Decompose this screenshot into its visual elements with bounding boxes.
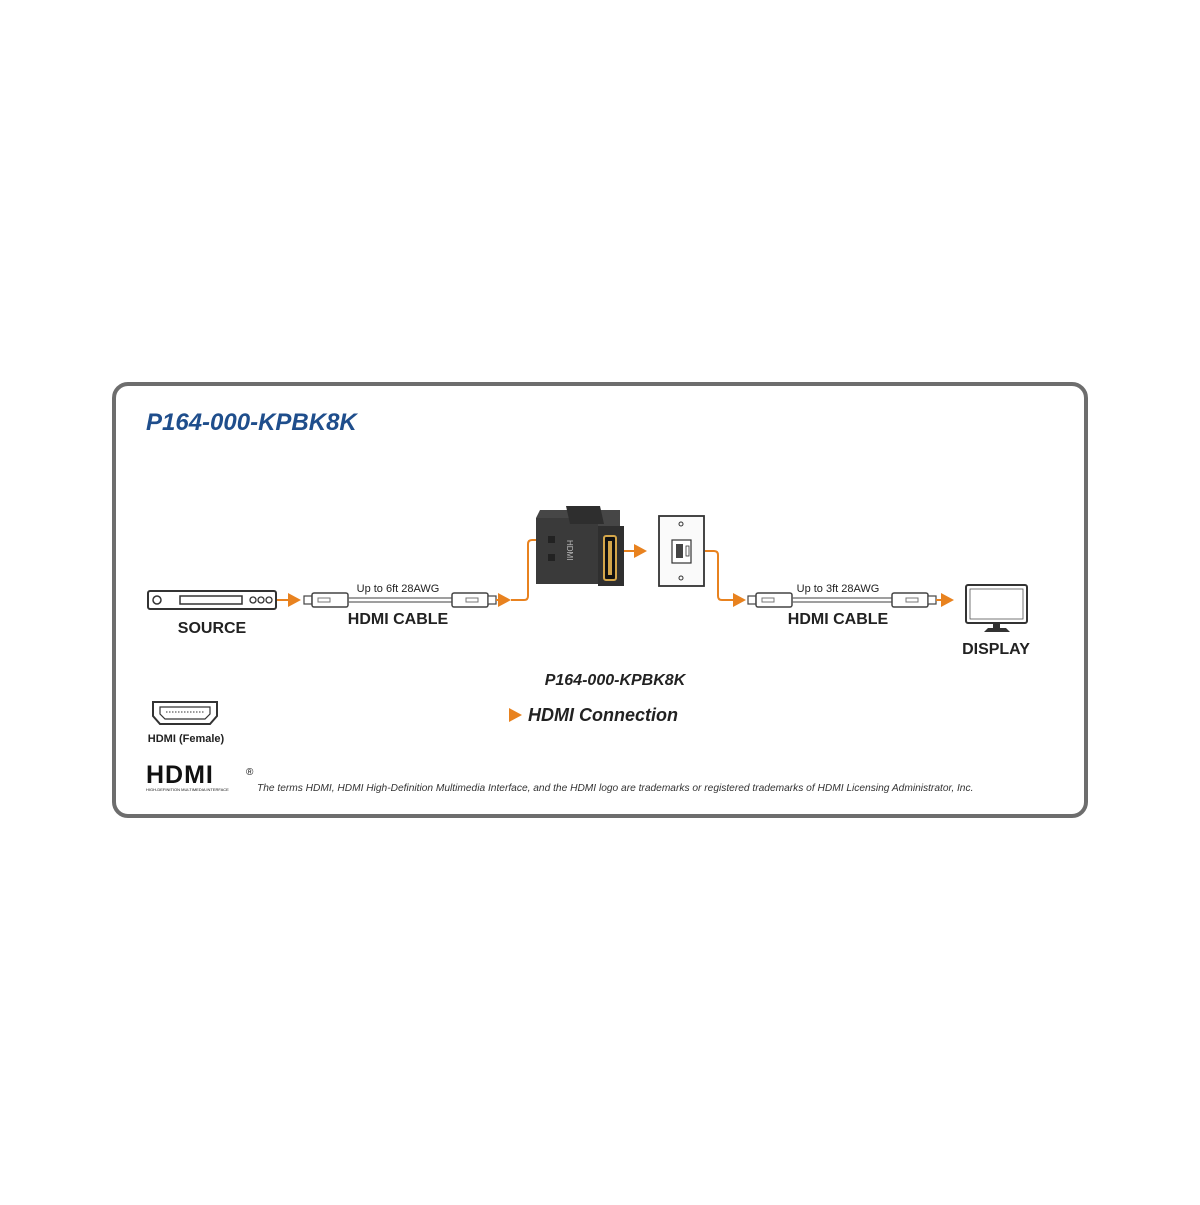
right-cable-spec: Up to 3ft 28AWG bbox=[797, 583, 880, 595]
left-cable-label: HDMI CABLE bbox=[348, 611, 449, 628]
signal-arrow-3 bbox=[624, 544, 647, 558]
hdmi-logo: HDMI ® HIGH-DEFINITION MULTIMEDIA INTERF… bbox=[146, 761, 254, 792]
signal-arrow-1 bbox=[277, 593, 301, 607]
hdmi-logo-registered: ® bbox=[246, 767, 254, 778]
trademark-notice: The terms HDMI, HDMI High-Definition Mul… bbox=[257, 783, 973, 794]
signal-arrow-5 bbox=[936, 593, 954, 607]
source-device-icon bbox=[147, 590, 277, 610]
hdmi-logo-text: HDMI bbox=[146, 761, 214, 789]
display-label: DISPLAY bbox=[962, 641, 1030, 658]
connection-legend-arrow-icon bbox=[509, 708, 522, 722]
right-cable-label: HDMI CABLE bbox=[788, 611, 889, 628]
left-cable-spec: Up to 6ft 28AWG bbox=[357, 583, 440, 595]
right-hdmi-cable-icon bbox=[747, 592, 937, 608]
source-label: SOURCE bbox=[178, 620, 247, 637]
connection-legend-label: HDMI Connection bbox=[528, 705, 678, 725]
hdmi-female-label: HDMI (Female) bbox=[148, 733, 225, 745]
hdmi-logo-tagline: HIGH-DEFINITION MULTIMEDIA INTERFACE bbox=[146, 787, 229, 792]
keystone-body-text: HDMI bbox=[565, 540, 574, 560]
keystone-caption: P164-000-KPBK8K bbox=[545, 672, 687, 689]
display-monitor-icon bbox=[965, 584, 1028, 632]
hdmi-female-port-icon bbox=[152, 701, 218, 725]
keystone-jack-icon: HDMI bbox=[536, 506, 624, 586]
product-title: P164-000-KPBK8K bbox=[146, 409, 358, 436]
diagram-frame bbox=[112, 382, 1088, 818]
wall-plate-icon bbox=[658, 515, 705, 587]
signal-arrow-2 bbox=[496, 539, 536, 607]
signal-arrow-4 bbox=[705, 550, 746, 607]
left-hdmi-cable-icon bbox=[303, 592, 497, 608]
